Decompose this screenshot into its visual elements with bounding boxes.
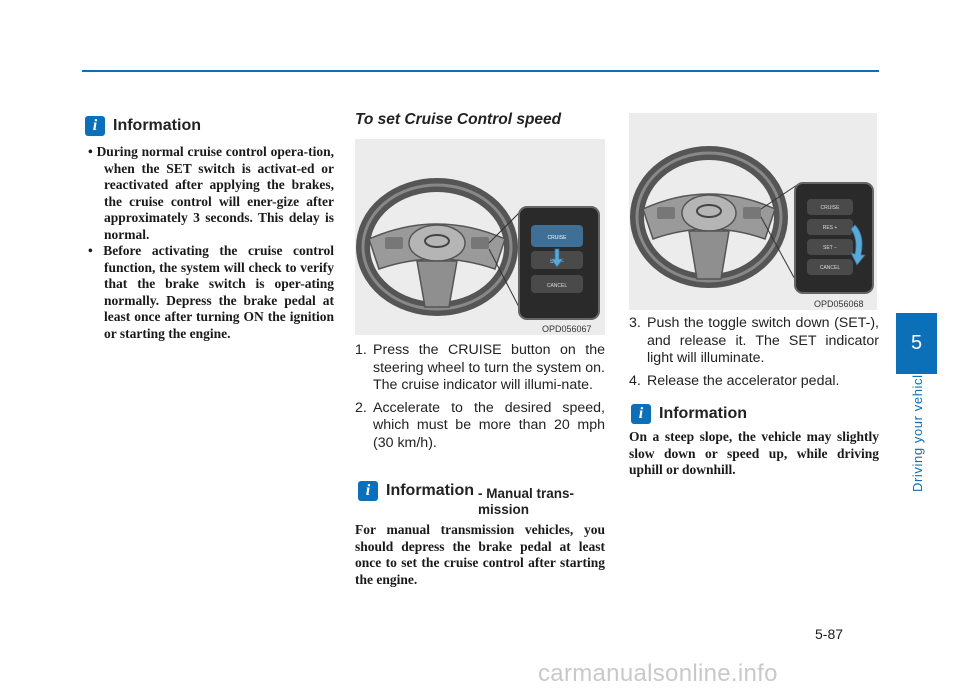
press-arrow-icon <box>550 248 564 268</box>
section-title: To set Cruise Control speed <box>355 111 562 128</box>
left-info-bullet: During normal cruise control opera-tion,… <box>88 144 334 243</box>
step-text: Accelerate to the desired speed, which m… <box>373 399 605 451</box>
toggle-down-arrow-icon <box>850 224 866 266</box>
right-info-title: Information <box>659 405 747 422</box>
step-number: 2. <box>355 399 367 416</box>
info-icon: i <box>85 116 105 136</box>
step-item: 1. Press the CRUISE button on the steerin… <box>355 342 605 395</box>
watermark: carmanualsonline.info <box>538 660 778 687</box>
chapter-title: Driving your vehicle <box>910 366 925 492</box>
page-number: 5-87 <box>815 626 844 642</box>
step-item: 4. Release the accelerator pedal. <box>629 373 879 391</box>
label-set: SET − <box>823 245 837 251</box>
steering-wheel-illustration: CRUISE SET − CANCEL <box>356 178 600 320</box>
step-number: 4. <box>629 372 641 389</box>
label-cancel: CANCEL <box>820 265 841 271</box>
label-cruise: CRUISE <box>548 235 568 241</box>
middle-info-heading: i Information <box>358 481 474 501</box>
figure-caption: OPD056068 <box>814 299 864 309</box>
middle-info-title: Information <box>386 482 474 499</box>
left-info-bullets: During normal cruise control opera-tion,… <box>88 144 334 342</box>
right-steps: 3. Push the toggle switch down (SET-), an… <box>629 315 879 395</box>
label-cancel: CANCEL <box>547 283 568 289</box>
middle-info-subtitle: - Manual trans-mission <box>478 486 575 517</box>
step-text: Push the toggle switch down (SET-), and … <box>647 315 879 366</box>
info-icon: i <box>358 481 378 501</box>
steering-wheel-figure-cruise: CRUISE SET − CANCEL <box>355 139 605 335</box>
left-info-bullet: Before activating the cruise control fun… <box>88 243 334 342</box>
steering-wheel-illustration: CRUISE RES + SET − CANCEL <box>630 146 874 294</box>
step-number: 1. <box>355 342 367 358</box>
step-item: 3. Push the toggle switch down (SET-), an… <box>629 315 879 368</box>
middle-steps: 1. Press the CRUISE button on the steerin… <box>355 342 605 457</box>
figure-caption: OPD056067 <box>542 324 592 334</box>
step-item: 2. Accelerate to the desired speed, which… <box>355 400 605 453</box>
top-rule <box>82 70 879 72</box>
step-number: 3. <box>629 315 641 331</box>
step-text: Release the accelerator pedal. <box>647 372 840 389</box>
info-icon: i <box>631 404 651 424</box>
step-text: Press the CRUISE button on the steering … <box>373 342 605 393</box>
right-info-text: On a steep slope, the vehicle may slight… <box>629 429 879 477</box>
chapter-number-tab: 5 <box>896 313 937 374</box>
middle-info-text: For manual transmission vehicles, you sh… <box>355 522 605 587</box>
label-cruise: CRUISE <box>821 205 841 211</box>
right-info-heading: i Information <box>631 404 747 424</box>
left-info-heading: i Information <box>85 116 201 136</box>
left-info-title: Information <box>113 117 201 134</box>
steering-wheel-figure-set: CRUISE RES + SET − CANCEL <box>629 113 877 310</box>
label-res: RES + <box>823 225 838 231</box>
